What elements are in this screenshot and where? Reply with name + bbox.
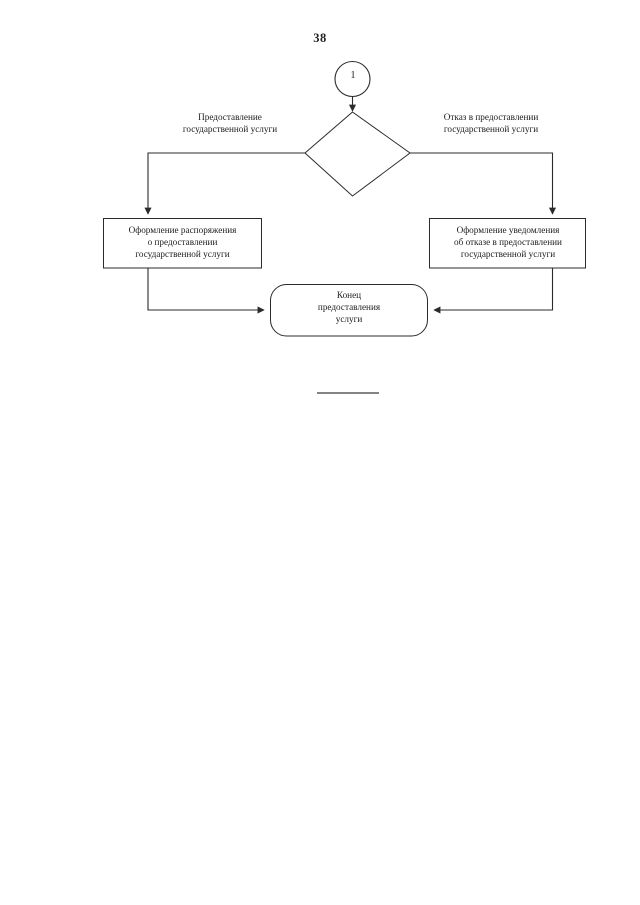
edge-label-refuse-service: Отказ в предоставлении государственной у… [443, 112, 539, 135]
page-number: 38 [313, 31, 327, 45]
edge-decision-to-approve [144, 152, 305, 215]
edge-approve-to-end [147, 268, 265, 314]
refuse-process-box [429, 218, 586, 269]
edge-refuse-to-end [433, 268, 554, 314]
edge-label-provide-service: Предоставление государственной услуги [182, 112, 278, 135]
decision-diamond-node [304, 111, 411, 197]
edge-decision-to-refuse [410, 152, 557, 215]
approve-process-box [103, 218, 262, 269]
connector-circle-label: 1 [350, 70, 356, 81]
end-terminal-node [270, 284, 428, 337]
